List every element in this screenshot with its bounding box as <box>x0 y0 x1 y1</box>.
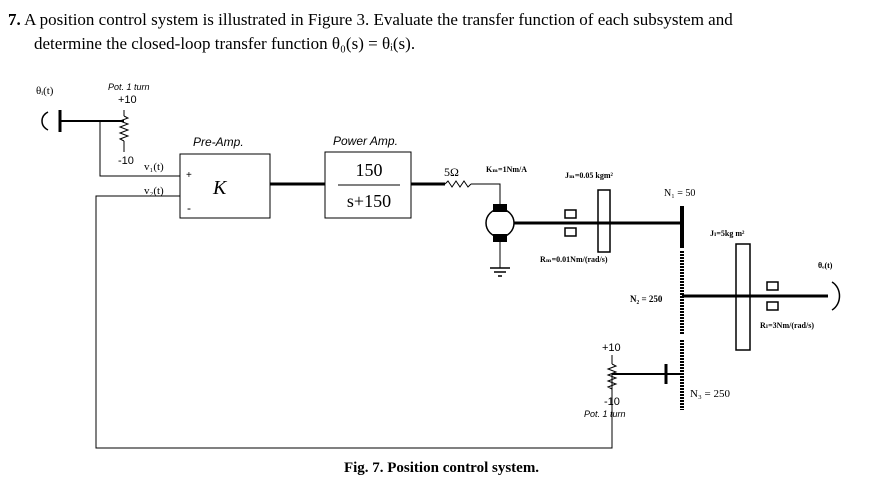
preamp-title: Pre-Amp. <box>193 135 244 149</box>
motor-bearing-top <box>564 209 577 219</box>
jl-label: Jₗ=5kg m² <box>710 229 745 238</box>
load-inertia <box>735 243 751 351</box>
preamp-block <box>179 153 271 219</box>
problem-number: 7. <box>8 10 21 29</box>
problem-statement: 7. A position control system is illustra… <box>8 8 876 56</box>
feedback-wire <box>95 195 613 449</box>
motor-brush-top <box>493 204 507 212</box>
motor-inertia <box>597 189 611 253</box>
v1-label: v₁(t) <box>144 161 164 173</box>
problem-text-line-1: A position control system is illustrated… <box>24 10 733 29</box>
input-pot-resistor <box>118 115 130 142</box>
load-bearing-bottom <box>766 301 779 311</box>
problem-text-line-2: determine the closed-loop transfer funct… <box>34 34 416 53</box>
poweramp-numerator: 150 <box>356 160 383 180</box>
output-pot-bottom-label: -10 <box>604 396 620 408</box>
preamp-plus-sign: + <box>186 170 192 181</box>
motor-body <box>485 208 515 238</box>
dl-label: Rₗ=3Nm/(rad/s) <box>760 321 814 330</box>
output-pot-top-label: +10 <box>602 342 621 354</box>
input-pot-title: Pot. 1 turn <box>108 82 150 92</box>
input-pot-top-label: +10 <box>118 94 137 106</box>
jm-label: Jₘ=0.05 kgm² <box>565 171 614 180</box>
output-pot-title: Pot. 1 turn <box>584 409 626 419</box>
motor-bearing-bottom <box>564 227 577 237</box>
motor-feed-wire <box>471 183 501 205</box>
load-bearing-top <box>766 281 779 291</box>
n2-label: N₂ = 250 <box>630 294 663 304</box>
figure-caption: Fig. 7. Position control system. <box>343 460 540 476</box>
motor-brush-bottom <box>493 234 507 242</box>
input-rotation-arrow <box>41 111 49 131</box>
problem-line-1: 7. A position control system is illustra… <box>8 8 876 32</box>
theta-out-label: θₒ(t) <box>818 261 833 270</box>
input-pot-bottom-label: -10 <box>118 155 134 167</box>
v2-label: v₂(t) <box>144 185 164 197</box>
output-rotation-arrow <box>831 281 841 311</box>
preamp-gain: K <box>212 177 228 199</box>
resistance-label: 5Ω <box>444 165 459 179</box>
preamp-minus-sign: - <box>187 201 191 215</box>
armature-resistor <box>444 180 472 188</box>
theta-in-label: θᵢ(t) <box>36 85 54 97</box>
poweramp-title: Power Amp. <box>333 134 398 148</box>
dm-label: Rₘ=0.01Nm/(rad/s) <box>540 255 608 264</box>
v1-wire <box>99 121 180 177</box>
kt-label: Kₘ=1Nm/A <box>486 165 527 174</box>
poweramp-denominator: s+150 <box>347 191 391 211</box>
n1-label: N₁ = 50 <box>664 188 695 199</box>
n3-label: N₃ = 250 <box>690 388 730 400</box>
